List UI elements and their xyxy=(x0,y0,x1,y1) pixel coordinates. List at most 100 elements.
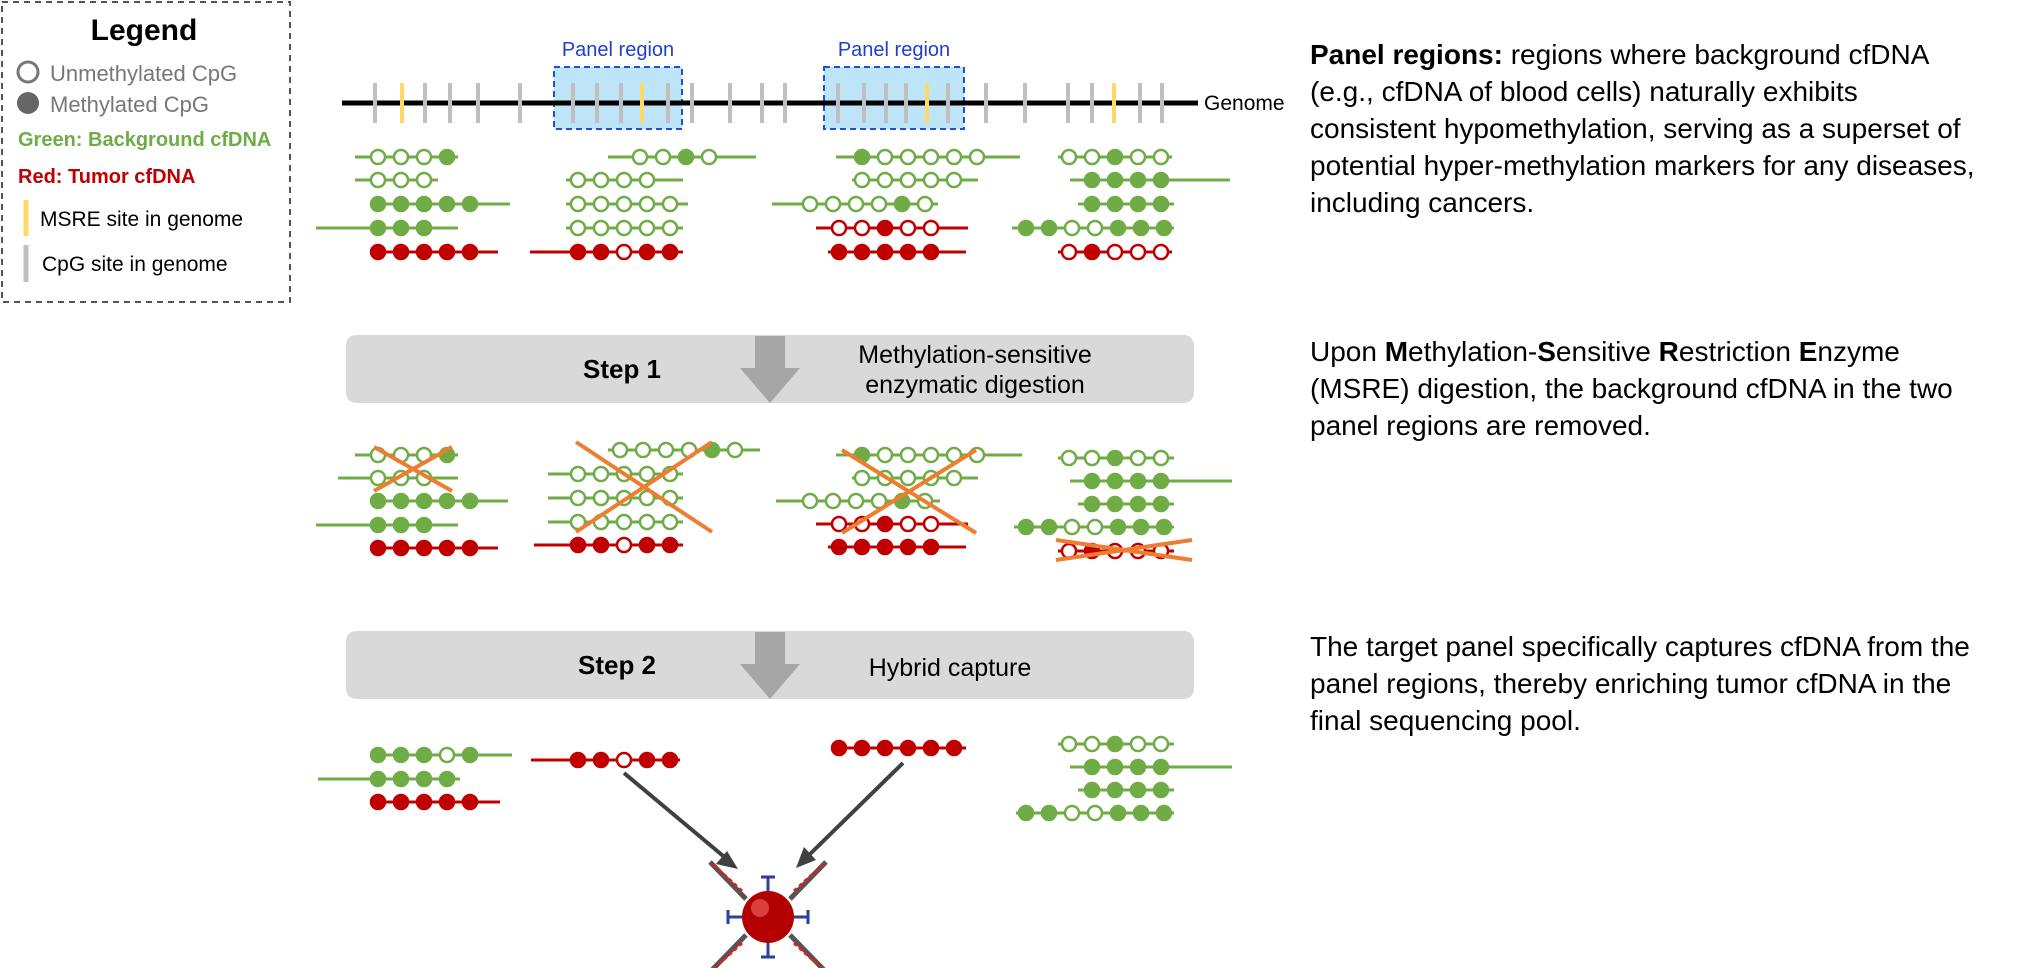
unmethylated-cpg xyxy=(592,489,610,507)
probe-dna xyxy=(708,860,744,893)
tumor-cfdna-fragment xyxy=(369,539,498,557)
background-cfdna-fragment xyxy=(1058,735,1174,753)
unmethylated-cpg xyxy=(899,171,917,189)
methylated-cpg xyxy=(661,243,679,261)
step2-box: Step 2 Hybrid capture xyxy=(346,631,1194,699)
methylated-cpg xyxy=(1017,219,1035,237)
panel-region-label-1: Panel region xyxy=(562,39,674,61)
methylated-cpg xyxy=(638,751,656,769)
methylated-cpg xyxy=(369,219,387,237)
cross-stroke xyxy=(574,440,714,534)
tumor-cfdna-fragment xyxy=(1058,243,1172,261)
methylated-cpg xyxy=(1109,804,1127,822)
unmethylated-cpg xyxy=(847,195,865,213)
unmethylated-cpg xyxy=(392,171,410,189)
unmethylated-cpg xyxy=(1106,243,1124,261)
methylated-cpg xyxy=(1017,518,1035,536)
methylated-cpg xyxy=(1106,148,1124,166)
methylated-cpg xyxy=(1106,472,1124,490)
methylated-cpg xyxy=(569,243,587,261)
unmethylated-cpg xyxy=(700,148,718,166)
methylated-cpg xyxy=(415,243,433,261)
methylated-cpg xyxy=(922,243,940,261)
methylated-cpg xyxy=(438,195,456,213)
methylated-cpg xyxy=(853,243,871,261)
methylated-cpg xyxy=(1106,781,1124,799)
panel-region-1 xyxy=(553,66,683,130)
methylated-cpg xyxy=(876,219,894,237)
background-cfdna-fragment xyxy=(1078,495,1174,513)
background-cfdna-fragment xyxy=(836,446,1022,464)
methylated-cpg xyxy=(922,739,940,757)
capture-arrow-left xyxy=(622,771,730,862)
methylated-cpg xyxy=(1152,758,1170,776)
methylated-cpg xyxy=(945,739,963,757)
desc-msre: Upon Methylation-Sensitive Restriction E… xyxy=(1310,333,2020,444)
unmethylated-cpg xyxy=(1083,449,1101,467)
background-cfdna-fragment xyxy=(772,195,938,213)
methylated-cpg xyxy=(1109,219,1127,237)
desc-msre-b4: E xyxy=(1798,336,1818,367)
unmethylated-cpg xyxy=(899,219,917,237)
unmethylated-cpg xyxy=(638,219,656,237)
background-cfdna-fragment xyxy=(566,219,683,237)
methylated-cpg xyxy=(1152,781,1170,799)
unmethylated-cpg xyxy=(899,148,917,166)
unmethylated-cpg xyxy=(638,513,656,531)
methylated-cpg xyxy=(461,793,479,811)
tumor-cfdna-fragment xyxy=(531,751,680,769)
methylated-cpg xyxy=(369,793,387,811)
methylated-cpg xyxy=(461,492,479,510)
unmethylated-cpg xyxy=(1063,518,1081,536)
methylated-cpg xyxy=(369,539,387,557)
desc-panel-bold: Panel regions: xyxy=(1310,39,1503,70)
unmethylated-cpg xyxy=(922,148,940,166)
unmethylated-cpg xyxy=(853,171,871,189)
desc-msre-t1: ethylation- xyxy=(1408,336,1538,367)
bead-core xyxy=(742,891,794,943)
unmethylated-cpg xyxy=(1129,148,1147,166)
unmethylated-cpg xyxy=(657,441,675,459)
unmethylated-cpg xyxy=(569,171,587,189)
methylated-cpg xyxy=(392,219,410,237)
unmethylated-cpg xyxy=(615,195,633,213)
desc-panel-l1: regions where background cfDNA xyxy=(1510,39,1930,70)
tumor-cfdna-fragment xyxy=(369,793,500,811)
legend-border xyxy=(1,1,291,303)
unmethylated-cpg xyxy=(1152,243,1170,261)
methylated-cpg xyxy=(661,751,679,769)
unmethylated-cpg xyxy=(611,441,629,459)
methylated-cpg xyxy=(853,148,871,166)
methylated-cpg xyxy=(1083,781,1101,799)
methylated-cpg xyxy=(369,492,387,510)
background-cfdna-fragment xyxy=(316,516,458,534)
unmethylated-cpg xyxy=(899,515,917,533)
unmethylated-cpg xyxy=(945,469,963,487)
desc-msre-t3: estriction xyxy=(1678,336,1799,367)
desc-panel-l3: consistent hypomethylation, serving as a… xyxy=(1310,113,1961,144)
unmethylated-cpg xyxy=(369,148,387,166)
unmethylated-cpg xyxy=(615,536,633,554)
background-cfdna-fragment xyxy=(1058,449,1174,467)
capture-arrowhead-left-icon xyxy=(716,851,738,869)
unmethylated-cpg xyxy=(631,148,649,166)
methylated-cpg xyxy=(415,793,433,811)
methylated-cpg xyxy=(369,770,387,788)
unmethylated-symbol xyxy=(16,60,40,84)
methylated-cpg xyxy=(1152,472,1170,490)
methylated-cpg xyxy=(1083,495,1101,513)
probe-dna xyxy=(712,941,744,968)
desc-msre-t2: ensitive xyxy=(1555,336,1659,367)
methylated-cpg xyxy=(415,195,433,213)
methylated-cpg xyxy=(569,536,587,554)
desc-panel-regions: Panel regions: regions where background … xyxy=(1310,36,2020,221)
unmethylated-cpg xyxy=(1152,735,1170,753)
methylated-cpg xyxy=(1109,518,1127,536)
unmethylated-cpg xyxy=(1060,449,1078,467)
background-cfdna-fragment xyxy=(369,195,510,213)
background-cfdna-fragment xyxy=(1078,781,1174,799)
desc-panel-line1: Panel regions: regions where background … xyxy=(1310,36,2020,73)
background-cfdna-fragment xyxy=(566,171,683,189)
methylated-cpg xyxy=(876,739,894,757)
unmethylated-cpg xyxy=(592,195,610,213)
